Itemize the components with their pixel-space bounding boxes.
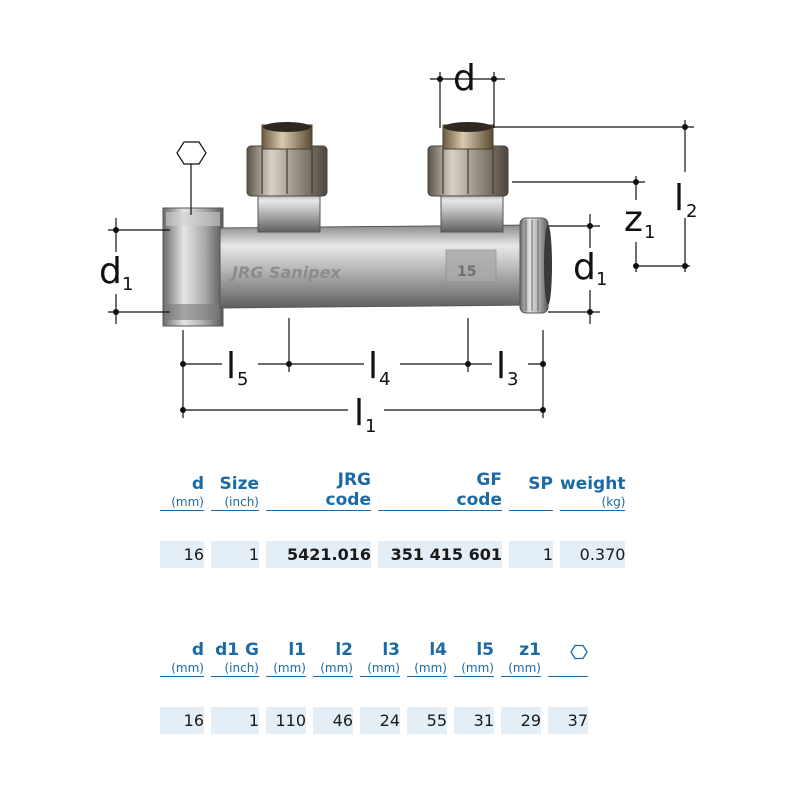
cell2-l4: 55 [407, 707, 447, 734]
hdr-weight-main: weight [560, 474, 626, 494]
cell2-d: 16 [160, 707, 204, 734]
body-size-marking: 15 [457, 264, 476, 280]
cell2-d1g: 1 [211, 707, 259, 734]
cell-d: 16 [160, 541, 204, 568]
left-hex-nut [162, 207, 224, 327]
dim-l2-label: l [674, 178, 684, 219]
hdr-size: Size (inch) [211, 470, 259, 511]
dim-z1-label: z [624, 199, 643, 240]
table-row: 16 1 110 46 24 55 31 29 37 [160, 707, 588, 734]
hdr2-l3-unit: (mm) [367, 661, 400, 675]
cell-jrg-code: 5421.016 [266, 541, 371, 568]
cell2-z1: 29 [501, 707, 541, 734]
hdr-jrg-main2: code [325, 490, 371, 510]
dim-l2-sub: 2 [686, 201, 697, 222]
hdr2-hex [548, 640, 588, 677]
hdr2-l5: l5 (mm) [454, 640, 494, 677]
hdr-d: d (mm) [160, 470, 204, 511]
dim-l5-label: l [226, 346, 236, 387]
hdr-sp-main: SP [528, 474, 553, 494]
dim-l1-label: l [354, 393, 364, 434]
hdr2-l1: l1 (mm) [266, 640, 306, 677]
hexagon-icon [176, 141, 207, 215]
hdr-jrg-main: JRG [337, 470, 371, 490]
dim-d1-left-label: d [99, 251, 122, 292]
dim-l2: l 2 [494, 120, 702, 272]
hdr-gf-main: GF [476, 470, 502, 490]
hdr2-l2-main: l2 [335, 640, 353, 660]
cell2-hex: 37 [548, 707, 588, 734]
hdr2-d1g: d1 G (inch) [211, 640, 259, 677]
dimensions-table: d (mm) d1 G (inch) l1 (mm) l2 (mm) l3 (m… [160, 640, 588, 734]
outlet-1 [246, 122, 328, 233]
manifold-body: JRG Sanipex 15 [219, 224, 541, 309]
cell2-l3: 24 [360, 707, 400, 734]
hdr2-d1g-unit: (inch) [224, 661, 259, 675]
hdr-jrg-code: JRG code [266, 470, 371, 511]
hdr2-l5-main: l5 [476, 640, 494, 660]
cell-sp: 1 [509, 541, 553, 568]
hdr2-l1-unit: (mm) [273, 661, 306, 675]
cell-weight: 0.370 [560, 541, 626, 568]
hdr-size-main: Size [219, 474, 260, 494]
article-table-header: d (mm) Size (inch) JRG code GF code SP w… [160, 470, 626, 511]
dim-l3-label: l [496, 346, 506, 387]
hdr2-d: d (mm) [160, 640, 204, 677]
dim-l4-sub: 4 [379, 369, 390, 390]
hdr2-l4-main: l4 [429, 640, 447, 660]
cell2-l5: 31 [454, 707, 494, 734]
hdr2-l3-main: l3 [382, 640, 400, 660]
dim-d1-left-sub: 1 [122, 274, 133, 295]
dim-d1-right: d 1 [548, 214, 610, 324]
dim-d1-right-sub: 1 [596, 269, 607, 290]
dim-l3-sub: 3 [507, 369, 518, 390]
dimensions-table-header: d (mm) d1 G (inch) l1 (mm) l2 (mm) l3 (m… [160, 640, 588, 677]
hdr2-z1-main: z1 [519, 640, 541, 660]
hdr-d-main: d [191, 474, 204, 494]
hexagon-icon [570, 644, 588, 659]
dim-row-l5-l4-l3: l 5 l 4 l 3 [180, 318, 546, 418]
right-thread-end [519, 217, 552, 314]
hdr2-d-main: d [191, 640, 204, 660]
cell-size: 1 [211, 541, 259, 568]
hdr2-z1-unit: (mm) [508, 661, 541, 675]
dim-z1-sub: 1 [644, 222, 655, 243]
cell-gf-code: 351 415 601 [378, 541, 502, 568]
hdr2-l2-unit: (mm) [320, 661, 353, 675]
body-brand-text: JRG Sanipex [229, 263, 341, 282]
dim-z1: z 1 [512, 176, 690, 272]
hdr-weight: weight (kg) [560, 470, 626, 511]
article-table: d (mm) Size (inch) JRG code GF code SP w… [160, 470, 626, 568]
hdr2-l5-unit: (mm) [461, 661, 494, 675]
hdr2-l4-unit: (mm) [414, 661, 447, 675]
hdr2-l2: l2 (mm) [313, 640, 353, 677]
table-row: 16 1 5421.016 351 415 601 1 0.370 [160, 541, 626, 568]
hdr2-l3: l3 (mm) [360, 640, 400, 677]
dim-l1: l 1 [180, 390, 546, 437]
hdr2-l4: l4 (mm) [407, 640, 447, 677]
hdr-d-unit: (mm) [171, 495, 204, 509]
hdr2-z1: z1 (mm) [501, 640, 541, 677]
dim-d-label: d [453, 58, 476, 99]
hdr2-d-unit: (mm) [171, 661, 204, 675]
dim-d1-left: d 1 [98, 218, 170, 324]
dim-d-top: d [430, 58, 505, 128]
hdr-sp-unit [509, 494, 553, 510]
dim-l1-sub: 1 [365, 416, 376, 437]
hdr-gf-code: GF code [378, 470, 502, 511]
dim-l4-label: l [368, 346, 378, 387]
dim-d1-right-label: d [573, 247, 596, 288]
outlet-2 [427, 122, 509, 233]
fitting-drawing: JRG Sanipex 15 [98, 58, 702, 437]
hdr2-d1g-main: d1 G [215, 640, 259, 660]
hdr-gf-main2: code [456, 490, 502, 510]
cell2-l1: 110 [266, 707, 306, 734]
hdr2-l1-main: l1 [288, 640, 306, 660]
dim-l5-sub: 5 [237, 369, 248, 390]
hdr-weight-unit: (kg) [601, 495, 626, 509]
hdr-sp: SP [509, 470, 553, 511]
hdr-size-unit: (inch) [224, 495, 259, 509]
cell2-l2: 46 [313, 707, 353, 734]
hdr2-hex-unit [548, 660, 588, 676]
